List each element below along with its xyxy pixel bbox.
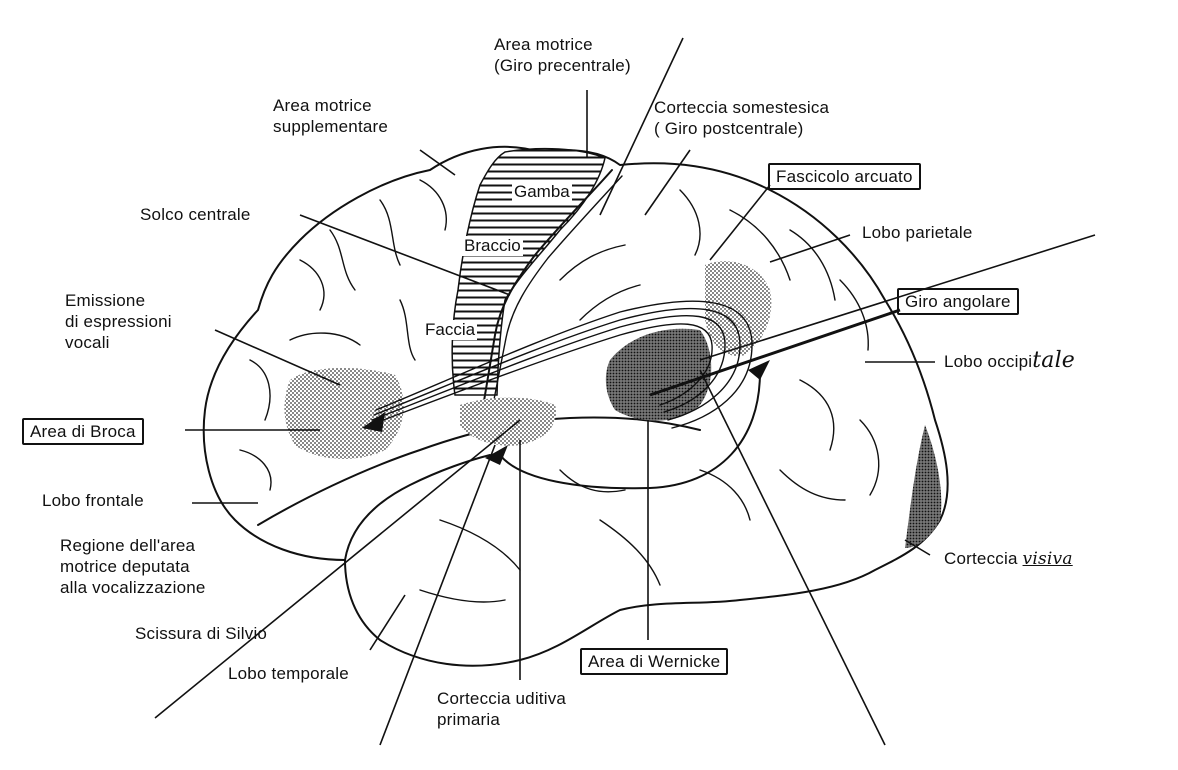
- cut-line-3: [699, 369, 886, 746]
- leader-fascicolo: [709, 184, 771, 261]
- label-area-wernicke: Area di Wernicke: [580, 648, 729, 675]
- label-braccio: Braccio: [462, 236, 523, 256]
- label-gamba: Gamba: [512, 182, 572, 202]
- leader-somestesica: [644, 149, 691, 216]
- leader-visiva: [904, 539, 931, 556]
- visual-cortex-region: [905, 425, 942, 548]
- label-lobo-parietale: Lobo parietale: [862, 223, 973, 242]
- arrowhead-auditory: [485, 445, 508, 465]
- label-corteccia-somestesica: Corteccia somestesica ( Giro postcentral…: [654, 98, 830, 138]
- motor-strip-hatch: [451, 147, 606, 396]
- label-lobo-frontale: Lobo frontale: [42, 491, 144, 510]
- leader-temporale: [369, 594, 406, 651]
- gyri: [239, 179, 880, 603]
- label-area-motrice-supplementare: Area motrice supplementare: [273, 96, 389, 136]
- label-lobo-occipitale: Lobo occipitale: [944, 348, 1076, 373]
- label-scissura-silvio: Scissura di Silvio: [135, 624, 268, 643]
- label-corteccia-uditiva: Corteccia uditiva primaria: [437, 689, 567, 729]
- cut-line-4: [599, 37, 684, 216]
- wernicke-area-region: [605, 328, 712, 421]
- broca-area-region: [284, 368, 404, 460]
- cut-line-1: [154, 419, 521, 719]
- label-faccia: Faccia: [423, 320, 478, 340]
- cut-line-2: [379, 444, 496, 746]
- leader-solco: [299, 214, 511, 296]
- leader-supplementare: [419, 149, 456, 176]
- arrowhead-broca: [362, 412, 385, 432]
- label-regione-vocalizzazione: Regione dell'area motrice deputata alla …: [60, 536, 206, 597]
- central-sulcus-inner: [489, 175, 623, 421]
- label-fascicolo-arcuato: Fascicolo arcuato: [768, 163, 921, 190]
- arcuate-fasciculus: [369, 300, 753, 429]
- label-area-motrice: Area motrice (Giro precentrale): [494, 35, 631, 75]
- leader-parietale: [769, 234, 851, 263]
- circuit-arc: [499, 371, 761, 490]
- label-solco-centrale: Solco centrale: [140, 205, 251, 224]
- label-emissione: Emissione di espressioni vocali: [65, 291, 172, 352]
- label-giro-angolare: Giro angolare: [897, 288, 1019, 315]
- cut-line-6: [649, 308, 901, 397]
- angular-gyrus-region: [705, 261, 772, 356]
- auditory-cortex-region: [460, 397, 556, 446]
- central-sulcus: [479, 169, 613, 426]
- label-corteccia-visiva: Corteccia visiva: [944, 549, 1073, 569]
- leader-emissione: [214, 329, 341, 386]
- label-lobo-temporale: Lobo temporale: [228, 664, 349, 683]
- label-area-broca: Area di Broca: [22, 418, 144, 445]
- arrowhead-angular: [748, 360, 770, 380]
